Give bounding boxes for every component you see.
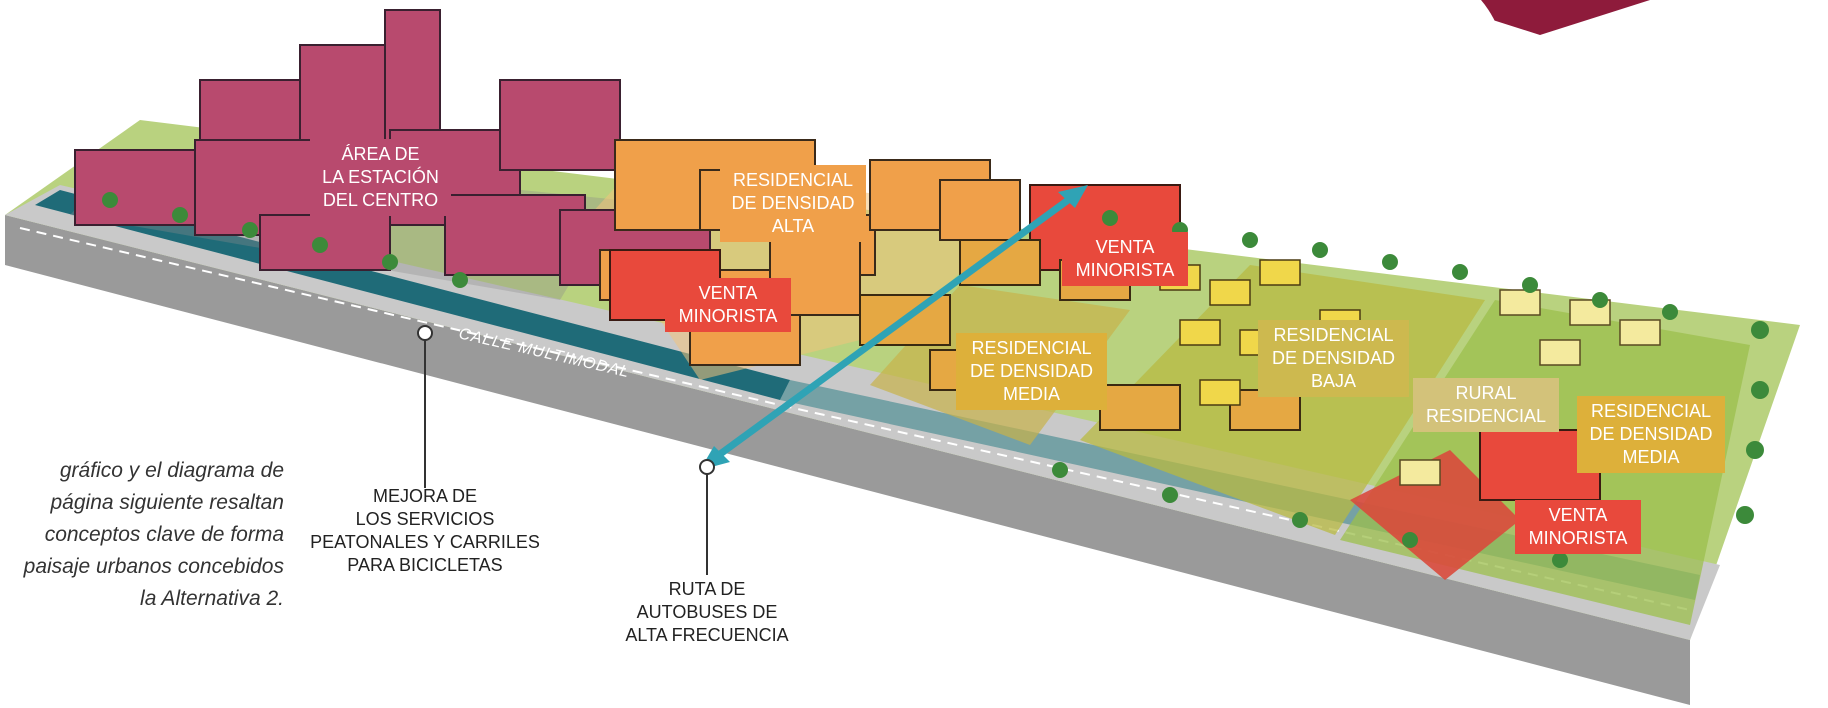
retail-parcel-3 — [1350, 450, 1520, 580]
zone-label-low-density: RESIDENCIAL DE DENSIDAD BAJA — [1258, 320, 1409, 397]
bus-arrow-head-top — [1058, 185, 1088, 208]
zone-label-downtown: ÁREA DE LA ESTACIÓN DEL CENTRO — [310, 139, 451, 216]
bus-route-line — [709, 192, 1078, 463]
intro-text: gráfico y el diagrama de página siguient… — [23, 459, 284, 610]
bus-callout: RUTA DE AUTOBUSES DE ALTA FRECUENCIA — [625, 579, 789, 645]
low-density-houses — [1159, 259, 1401, 406]
multimodal-street — [35, 190, 790, 400]
pedestrian-callout-dot — [417, 325, 433, 341]
zone-label-medium-density-1: RESIDENCIAL DE DENSIDAD MEDIA — [956, 333, 1107, 410]
zone-label-retail-1: VENTA MINORISTA — [665, 278, 791, 332]
zone-label-high-density: RESIDENCIAL DE DENSIDAD ALTA — [720, 165, 866, 242]
street-trees — [102, 192, 1769, 568]
bus-callout-dot — [699, 459, 715, 475]
zone-label-medium-density-2: RESIDENCIAL DE DENSIDAD MEDIA — [1577, 396, 1725, 473]
zone-label-rural: RURAL RESIDENCIAL — [1413, 378, 1559, 432]
corner-circle — [1305, 0, 1505, 165]
zone-label-retail-2: VENTA MINORISTA — [1062, 232, 1188, 286]
pedestrian-callout: MEJORA DE LOS SERVICIOS PEATONALES Y CAR… — [310, 486, 540, 575]
zone-label-retail-3: VENTA MINORISTA — [1515, 500, 1641, 554]
